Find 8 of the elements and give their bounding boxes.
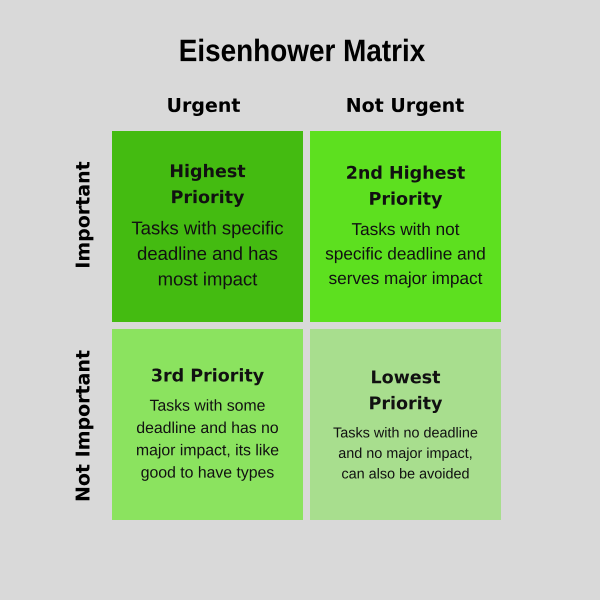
column-header: Not Urgent [347,98,464,116]
title: Eisenhower Matrix [180,38,426,62]
priority-box: Lowest Priority Tasks with no deadline and no major impact, can also be avoided [310,329,501,520]
priority-box: 2nd Highest Priority Tasks with not specific deadline and serves major impact [310,131,501,322]
row-header: Important [76,162,94,267]
priority-box: 3rd Priority Tasks with some deadline and has no major impact, its like good to have types [112,329,303,520]
row-header: Not Important [76,350,94,500]
priority-box: Highest Priority Tasks with specific deadline and has most impact [112,131,303,322]
